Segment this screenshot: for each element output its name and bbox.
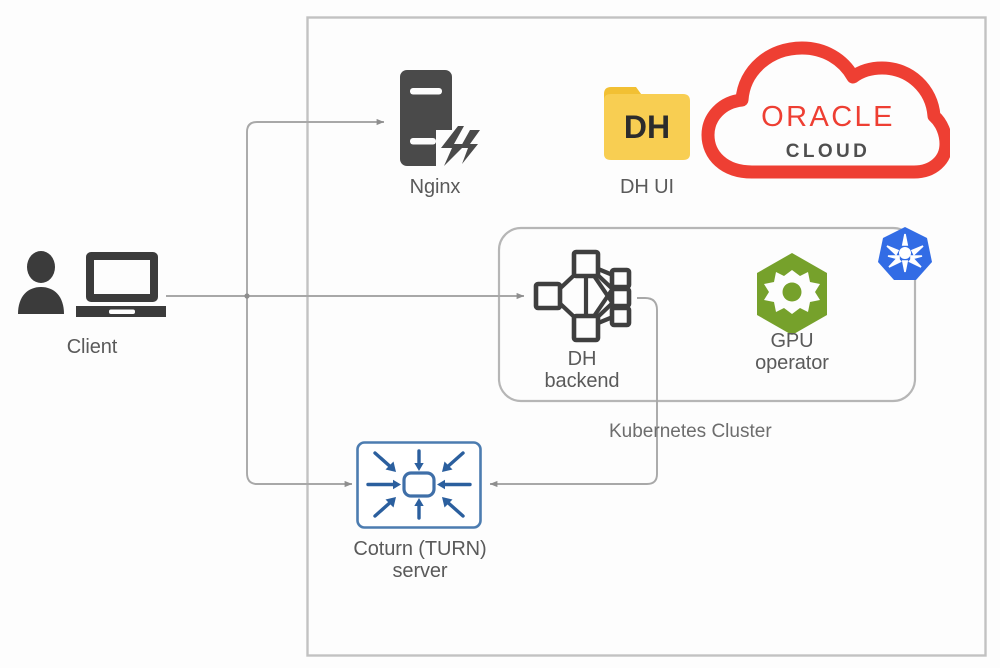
cloud-wordmark: CLOUD — [786, 141, 871, 162]
client-label: Client — [66, 336, 118, 358]
coturn-label: Coturn (TURN) server — [353, 538, 487, 583]
hexagon-gear-icon — [757, 253, 827, 335]
kubernetes-badge — [877, 225, 933, 283]
oracle-cloud-node: ORACLE CLOUD — [700, 22, 950, 190]
gpu-operator-node[interactable] — [752, 250, 832, 338]
client-node[interactable] — [14, 250, 166, 320]
dh-ui-label: DH UI — [620, 176, 674, 198]
dh-ui-node[interactable]: DH — [600, 82, 694, 164]
kubernetes-cluster-label: Kubernetes Cluster — [609, 421, 772, 442]
nginx-node[interactable] — [392, 68, 484, 168]
laptop-icon — [76, 252, 166, 317]
gpu-operator-label: GPU operator — [755, 330, 829, 375]
nginx-label: Nginx — [409, 176, 461, 198]
folder-badge-text: DH — [624, 109, 670, 145]
dh-backend-label: DH backend — [544, 348, 620, 393]
wire-client-to-coturn — [246, 296, 353, 488]
server-lightning-icon — [400, 70, 480, 168]
network-graph-icon — [533, 249, 632, 343]
coturn-node[interactable] — [355, 440, 483, 530]
dh-backend-node[interactable] — [524, 248, 642, 344]
branch-junction-dot — [244, 293, 250, 299]
kubernetes-icon — [878, 227, 932, 280]
oracle-wordmark: ORACLE — [761, 101, 895, 133]
folder-icon: DH — [604, 87, 690, 160]
turn-arrows-icon — [356, 441, 482, 529]
wire-client-to-nginx — [246, 118, 385, 296]
user-icon — [18, 251, 64, 314]
cloud-icon — [701, 41, 950, 179]
